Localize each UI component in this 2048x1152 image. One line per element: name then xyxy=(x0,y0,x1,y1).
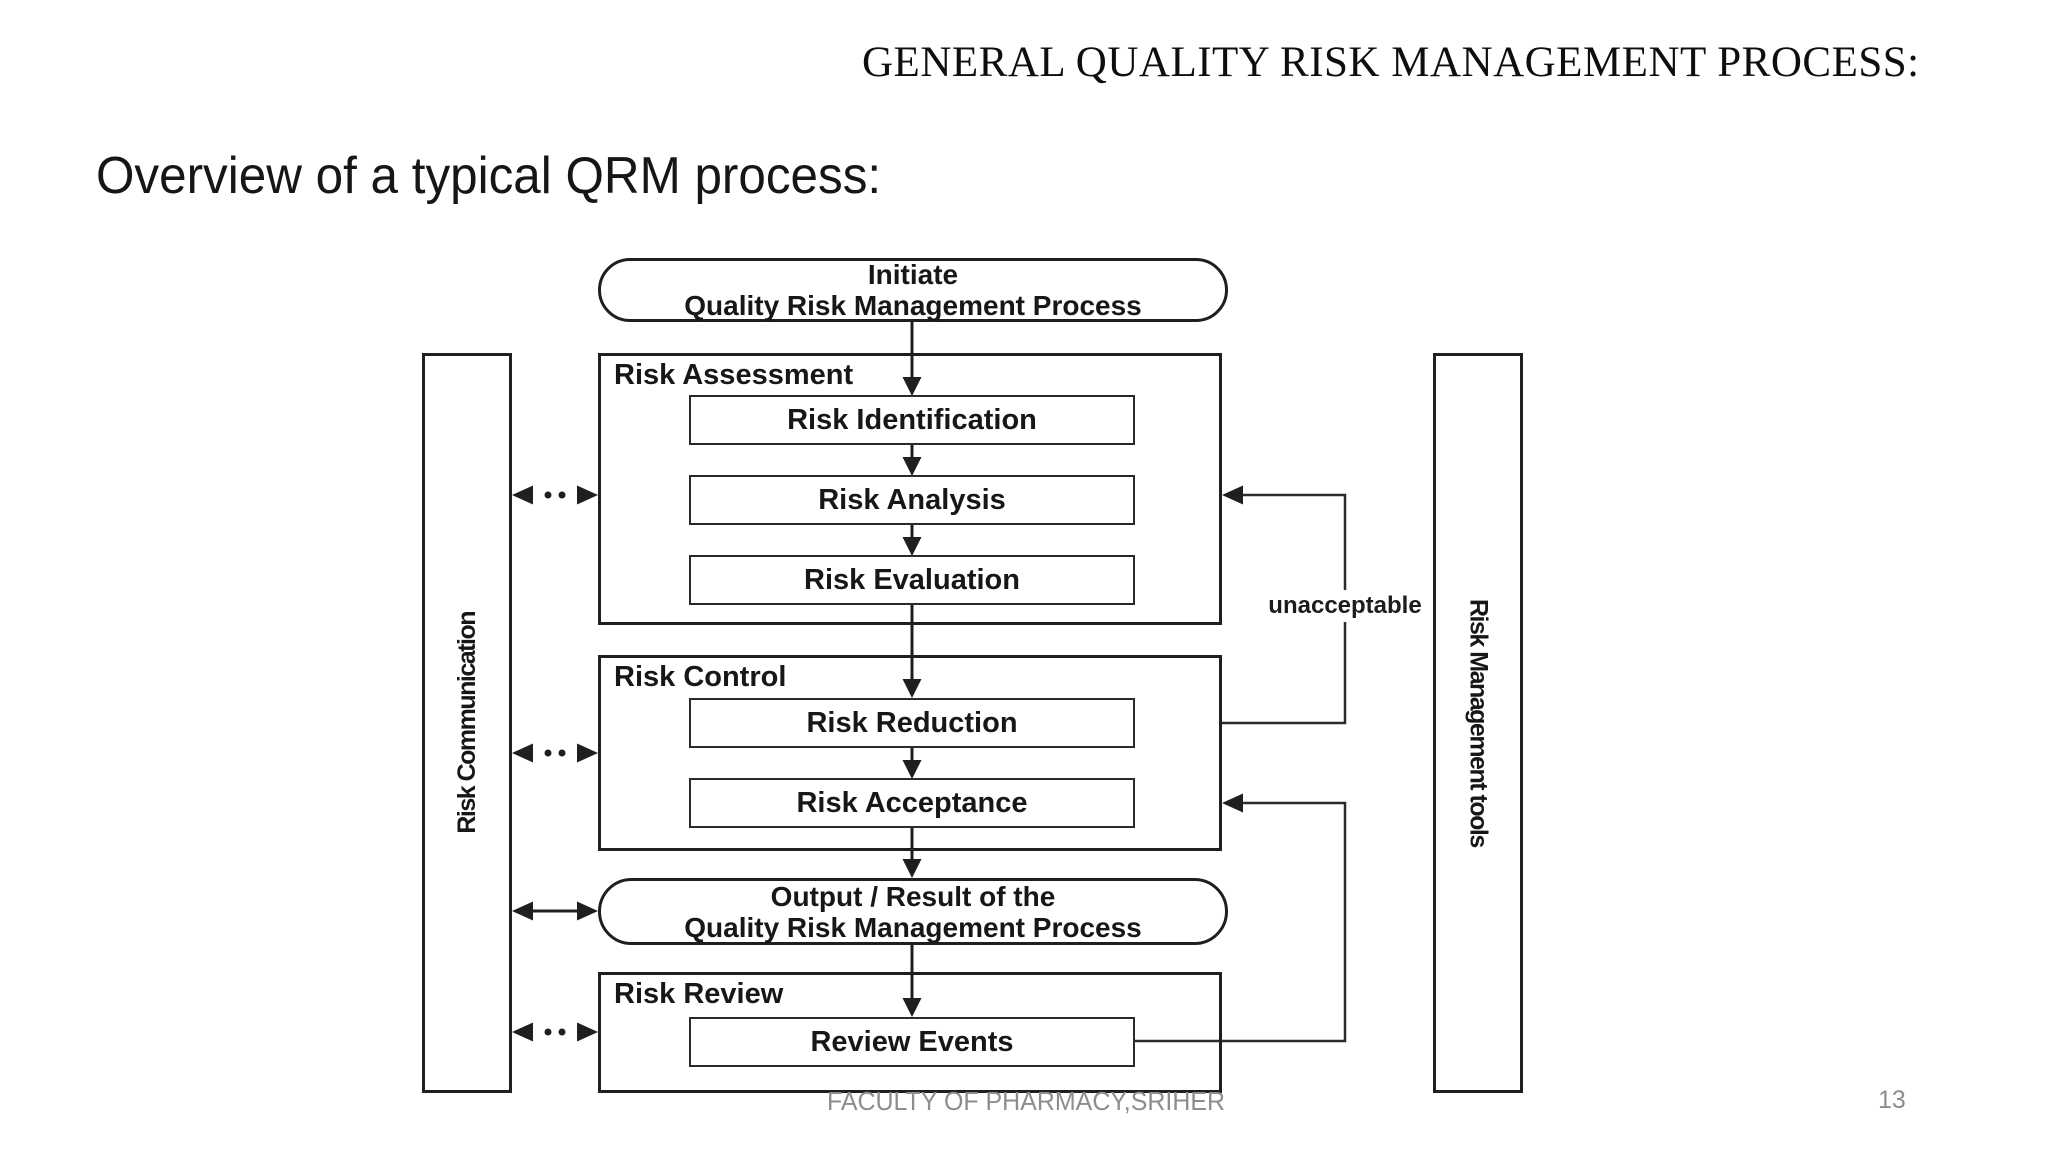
risk-management-tools-bar: Risk Management tools xyxy=(1433,353,1523,1093)
risk-review-label: Risk Review xyxy=(614,978,784,1010)
page-title: GENERAL QUALITY RISK MANAGEMENT PROCESS: xyxy=(862,39,1920,86)
output-line1: Output / Result of the xyxy=(770,880,1056,912)
footer-text: FACULTY OF PHARMACY,SRIHER xyxy=(826,1086,1226,1116)
risk-communication-bar: Risk Communication xyxy=(422,353,512,1093)
communication-dashed-arrows xyxy=(512,485,598,1042)
output-node: Output / Result of the Quality Risk Mana… xyxy=(598,878,1228,945)
risk-identification-step: Risk Identification xyxy=(689,395,1135,445)
risk-control-label: Risk Control xyxy=(614,661,787,693)
page-number: 13 xyxy=(1878,1086,1906,1114)
risk-reduction-step: Risk Reduction xyxy=(689,698,1135,748)
risk-management-tools-label: Risk Management tools xyxy=(1464,599,1493,847)
flow-arrowheads xyxy=(902,377,922,1017)
initiate-line2: Quality Risk Management Process xyxy=(684,290,1142,321)
communication-solid-arrow xyxy=(512,901,598,921)
initiate-line1: Initiate xyxy=(867,259,959,290)
risk-acceptance-step: Risk Acceptance xyxy=(689,778,1135,828)
review-events-step: Review Events xyxy=(689,1017,1135,1067)
risk-analysis-step: Risk Analysis xyxy=(689,475,1135,525)
risk-assessment-label: Risk Assessment xyxy=(614,359,854,391)
feedback-arrowheads xyxy=(1222,485,1243,813)
risk-review-box: Risk Review xyxy=(598,972,1222,1093)
risk-communication-label: Risk Communication xyxy=(452,612,481,834)
risk-assessment-box: Risk Assessment xyxy=(598,353,1222,625)
risk-control-box: Risk Control xyxy=(598,655,1222,851)
output-line2: Quality Risk Management Process xyxy=(684,911,1142,943)
slide-subtitle: Overview of a typical QRM process: xyxy=(96,147,882,205)
unacceptable-label: unacceptable xyxy=(1261,590,1429,622)
risk-evaluation-step: Risk Evaluation xyxy=(689,555,1135,605)
initiate-node: Initiate Quality Risk Management Process xyxy=(598,258,1228,322)
